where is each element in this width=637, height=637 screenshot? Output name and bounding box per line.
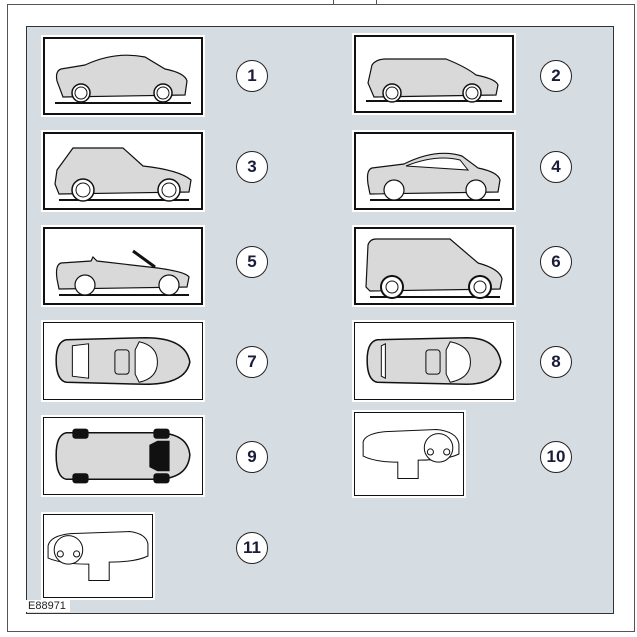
number-badge-8: 8 xyxy=(540,346,572,378)
tile-6 xyxy=(352,225,516,307)
tile-3 xyxy=(41,130,205,212)
tile-9 xyxy=(41,415,205,497)
number-badge-2: 2 xyxy=(540,60,572,92)
sedan-side-view-icon xyxy=(55,54,191,104)
number-badge-6: 6 xyxy=(540,246,572,278)
number-badge-4: 4 xyxy=(540,151,572,183)
number-badge-5: 5 xyxy=(236,246,268,278)
number-badge-10: 10 xyxy=(540,441,572,473)
dashboard-lhd-icon xyxy=(47,531,149,581)
estate-wagon-side-view-icon xyxy=(366,58,502,103)
number-badge-9: 9 xyxy=(236,441,268,473)
coupe-side-view-icon xyxy=(366,152,501,201)
number-badge-11: 11 xyxy=(236,532,268,564)
tile-7 xyxy=(41,320,205,402)
tile-5 xyxy=(41,225,205,307)
vehicle-type-panel: 1 2 3 xyxy=(26,26,614,614)
tile-4 xyxy=(352,130,516,212)
number-badge-1: 1 xyxy=(236,60,268,92)
header-cell xyxy=(333,0,377,4)
suv-side-view-icon xyxy=(54,147,192,202)
number-badge-7: 7 xyxy=(236,346,268,378)
tile-2 xyxy=(352,33,516,115)
tile-1 xyxy=(41,35,205,117)
tile-11 xyxy=(41,512,155,600)
convertible-side-view-icon xyxy=(55,249,190,296)
number-badge-3: 3 xyxy=(236,151,268,183)
dashboard-rhd-icon xyxy=(362,429,460,479)
van-side-view-icon xyxy=(365,238,503,299)
tile-10 xyxy=(352,410,466,498)
hatchback-top-view-icon xyxy=(366,336,502,386)
chassis-underbody-view-icon xyxy=(55,428,191,484)
tile-8 xyxy=(352,320,516,402)
figure-id-label: E88971 xyxy=(26,600,70,612)
sedan-top-view-icon xyxy=(55,336,191,386)
